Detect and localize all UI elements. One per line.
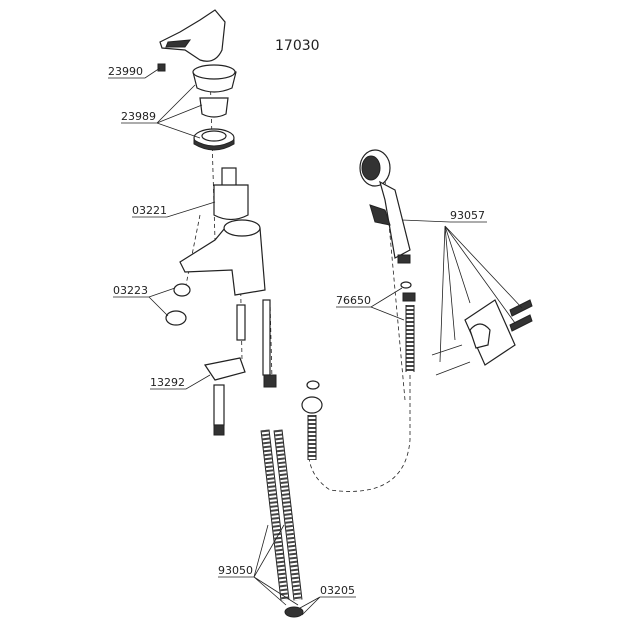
- part-93050-hoses: [260, 429, 303, 601]
- part-03205-seal: [284, 606, 304, 618]
- wall-bracket-set: [431, 299, 533, 376]
- connector-ring: [306, 380, 320, 390]
- part-23989-assembly: [192, 64, 237, 151]
- lever-handle: [159, 9, 226, 62]
- part-number-label: 23989: [121, 110, 156, 123]
- part-number-label: 93057: [450, 209, 485, 222]
- callout-03223: 03223: [113, 284, 176, 317]
- callout-93050: 93050: [218, 524, 299, 606]
- part-93057-hand-shower: [359, 149, 411, 264]
- part-number-label: 03221: [132, 204, 167, 217]
- model-number: 17030: [275, 38, 320, 54]
- part-23990-screw: [157, 63, 166, 72]
- part-number-label: 23990: [108, 65, 143, 78]
- part-number-label: 76650: [336, 294, 371, 307]
- part-03221-cartridge: [213, 167, 249, 221]
- callout-13292: 13292: [150, 374, 211, 390]
- callout-76650: 76650: [336, 287, 405, 321]
- callout-03205: 03205: [299, 584, 356, 616]
- part-number-label: 03223: [113, 284, 148, 297]
- part-number-label: 13292: [150, 376, 185, 389]
- part-number-label: 93050: [218, 564, 253, 577]
- part-13292-fixing-set: [204, 357, 246, 436]
- hose-connector: [301, 396, 323, 460]
- callout-93057: 93057: [401, 209, 523, 363]
- callout-03221: 03221: [132, 201, 216, 218]
- part-03223-aerator: [165, 283, 191, 326]
- part-number-label: 03205: [320, 584, 355, 597]
- faucet-body: [179, 219, 277, 388]
- callout-23989: 23989: [121, 84, 203, 139]
- part-76650-shower-hose: [400, 281, 416, 372]
- callout-23990: 23990: [108, 65, 161, 79]
